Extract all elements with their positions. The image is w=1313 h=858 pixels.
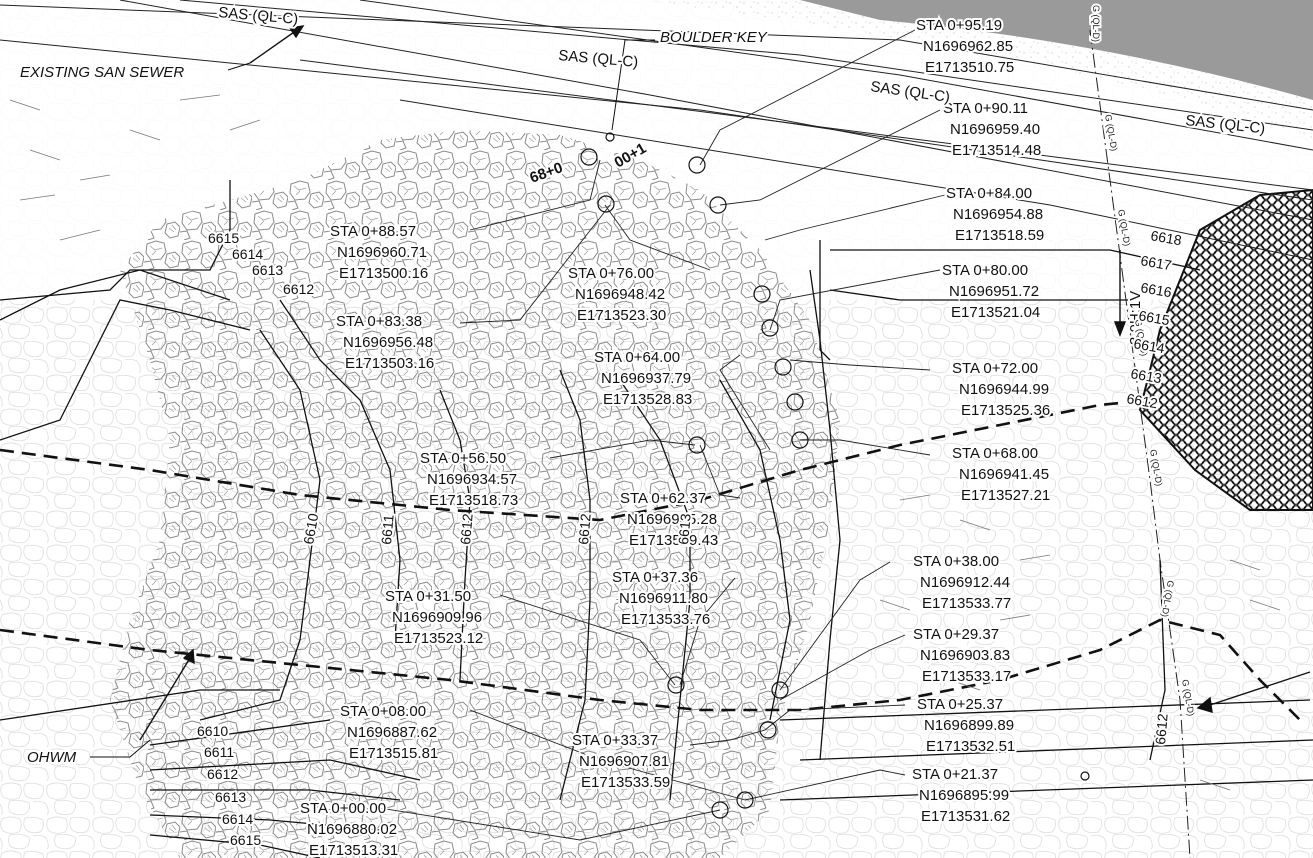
contour-elevation-label: 6613 bbox=[675, 513, 694, 546]
gabion-mattress bbox=[1138, 188, 1313, 511]
station-markers bbox=[580, 132, 1090, 819]
station-label: STA 0+56.50 bbox=[420, 450, 506, 467]
easting-label: E1713533.76 bbox=[621, 611, 710, 628]
station-label: STA 0+95.19 bbox=[916, 17, 1002, 34]
station-label: STA 0+64.00 bbox=[594, 349, 680, 366]
easting-label: E1713529.43 bbox=[629, 532, 718, 549]
easting-label: E1713513.31 bbox=[309, 842, 398, 858]
station-label: STA 0+25.37 bbox=[917, 696, 1003, 713]
slope-label: 3.0H:1V bbox=[1127, 291, 1144, 345]
northing-label: N1696880.02 bbox=[307, 821, 397, 838]
station-label: STA 0+08.00 bbox=[340, 703, 426, 720]
station-label: STA 0+31.50 bbox=[385, 588, 471, 605]
easting-label: E1713523.12 bbox=[394, 630, 483, 647]
contour-elevation-label: 6612 bbox=[457, 513, 476, 546]
contour-elevation-label: 6614 bbox=[222, 811, 253, 827]
contour-elevation-label: 6610 bbox=[197, 723, 228, 739]
boulder-key-callout: BOULDER KEY bbox=[660, 29, 768, 46]
easting-label: E1713527.21 bbox=[961, 487, 1050, 504]
contour-elevation-label: 6612 bbox=[575, 513, 594, 546]
northing-label: N1696941.45 bbox=[959, 466, 1049, 483]
surface-ticks bbox=[9, 94, 1281, 791]
easting-label: E1713532.51 bbox=[926, 738, 1015, 755]
easting-label: E1713515.81 bbox=[349, 745, 438, 762]
station-label: STA 0+76.00 bbox=[568, 265, 654, 282]
easting-label: E1713533.17 bbox=[922, 668, 1011, 685]
northing-label: N1696954.88 bbox=[953, 206, 1043, 223]
station-label: STA 0+83.38 bbox=[336, 313, 422, 330]
easting-label: E1713503.16 bbox=[345, 355, 434, 372]
easting-label: E1713523.30 bbox=[577, 307, 666, 324]
station-label: STA 0+84.00 bbox=[946, 185, 1032, 202]
station-label: STA 0+38.00 bbox=[913, 553, 999, 570]
northing-label: N1696934.57 bbox=[427, 471, 517, 488]
easting-label: E1713531.62 bbox=[921, 808, 1010, 825]
utility-lines bbox=[0, 0, 1313, 261]
contour-elevation-label: 6613 bbox=[252, 262, 283, 278]
easting-label: E1713533.77 bbox=[922, 595, 1011, 612]
northing-label: N1696899.89 bbox=[924, 717, 1014, 734]
contour-elevation-label: 6614 bbox=[232, 246, 263, 262]
northing-label: N1696951.72 bbox=[949, 283, 1039, 300]
northing-label: N1696937.79 bbox=[601, 370, 691, 387]
station-label: STA 0+00.00 bbox=[300, 800, 386, 817]
northing-label: N1696907.81 bbox=[579, 753, 669, 770]
easting-label: E1713500.16 bbox=[339, 265, 428, 282]
riprap-boulder-field bbox=[110, 130, 840, 858]
contour-elevation-label: 6612 bbox=[1152, 713, 1171, 746]
contour-elevation-label: 6611 bbox=[378, 514, 397, 546]
easting-label: E1713518.59 bbox=[955, 227, 1044, 244]
northing-label: N1696912.44 bbox=[920, 574, 1010, 591]
easting-label: E1713514.48 bbox=[952, 142, 1041, 159]
easting-label: E1713528.83 bbox=[603, 391, 692, 408]
gas-utility-label: G (QL-D) bbox=[1091, 5, 1101, 42]
station-label: STA 0+80.00 bbox=[942, 262, 1028, 279]
contour-elevation-label: 6611 bbox=[204, 744, 234, 760]
easting-label: E1713510.75 bbox=[925, 59, 1014, 76]
ohwm-line bbox=[0, 398, 1301, 721]
contour-elevation-label: 6613 bbox=[215, 789, 246, 805]
northing-label: N1696903.83 bbox=[920, 647, 1010, 664]
existing-san-sewer-callout: EXISTING SAN SEWER bbox=[20, 64, 184, 81]
contour-elevation-label: 6614 bbox=[1132, 335, 1166, 356]
ohwm-callout: OHWM bbox=[27, 749, 77, 766]
northing-label: N1696887.62 bbox=[347, 724, 437, 741]
gas-line bbox=[1089, 29, 1191, 858]
station-label: STA 0+37.36 bbox=[612, 569, 698, 586]
northing-label: N1696959.40 bbox=[950, 121, 1040, 138]
contour-elevation-label: 6612 bbox=[207, 766, 238, 782]
contour-elevation-label: 6615 bbox=[230, 832, 261, 848]
station-label: STA 0+88.57 bbox=[330, 223, 416, 240]
northing-label: N1696956.48 bbox=[343, 334, 433, 351]
northing-label: N1696909.96 bbox=[392, 609, 482, 626]
station-label: STA 0+29.37 bbox=[913, 626, 999, 643]
northing-label: N1696962.85 bbox=[923, 38, 1013, 55]
station-label: STA 0+90.11 bbox=[943, 100, 1028, 117]
slope-arrows bbox=[139, 25, 1311, 741]
easting-label: E1713518.73 bbox=[429, 492, 518, 509]
pavement-area bbox=[640, 0, 1313, 140]
northing-label: N1696948.42 bbox=[575, 286, 665, 303]
contour-elevation-label: 6615 bbox=[208, 230, 239, 246]
contour-lines bbox=[0, 180, 1313, 858]
station-label: STA 0+62.37 bbox=[620, 490, 706, 507]
northing-label: N1696960.71 bbox=[337, 244, 427, 261]
station-label: STA 0+68.00 bbox=[952, 445, 1038, 462]
northing-label: N1696944.99 bbox=[959, 381, 1049, 398]
easting-label: E1713525.36 bbox=[961, 402, 1050, 419]
callout-leaders bbox=[90, 39, 655, 758]
northing-label: N1696895.99 bbox=[919, 787, 1009, 804]
northing-label: N1696911.80 bbox=[619, 590, 708, 607]
station-label: STA 0+72.00 bbox=[952, 360, 1038, 377]
station-label: STA 0+33.37 bbox=[572, 732, 658, 749]
easting-label: E1713533.59 bbox=[581, 774, 670, 791]
northing-label: N1696935.28 bbox=[627, 511, 717, 528]
station-label: STA 0+21.37 bbox=[912, 766, 998, 783]
contour-elevation-label: 6612 bbox=[283, 281, 314, 297]
easting-label: E1713521.04 bbox=[951, 304, 1040, 321]
